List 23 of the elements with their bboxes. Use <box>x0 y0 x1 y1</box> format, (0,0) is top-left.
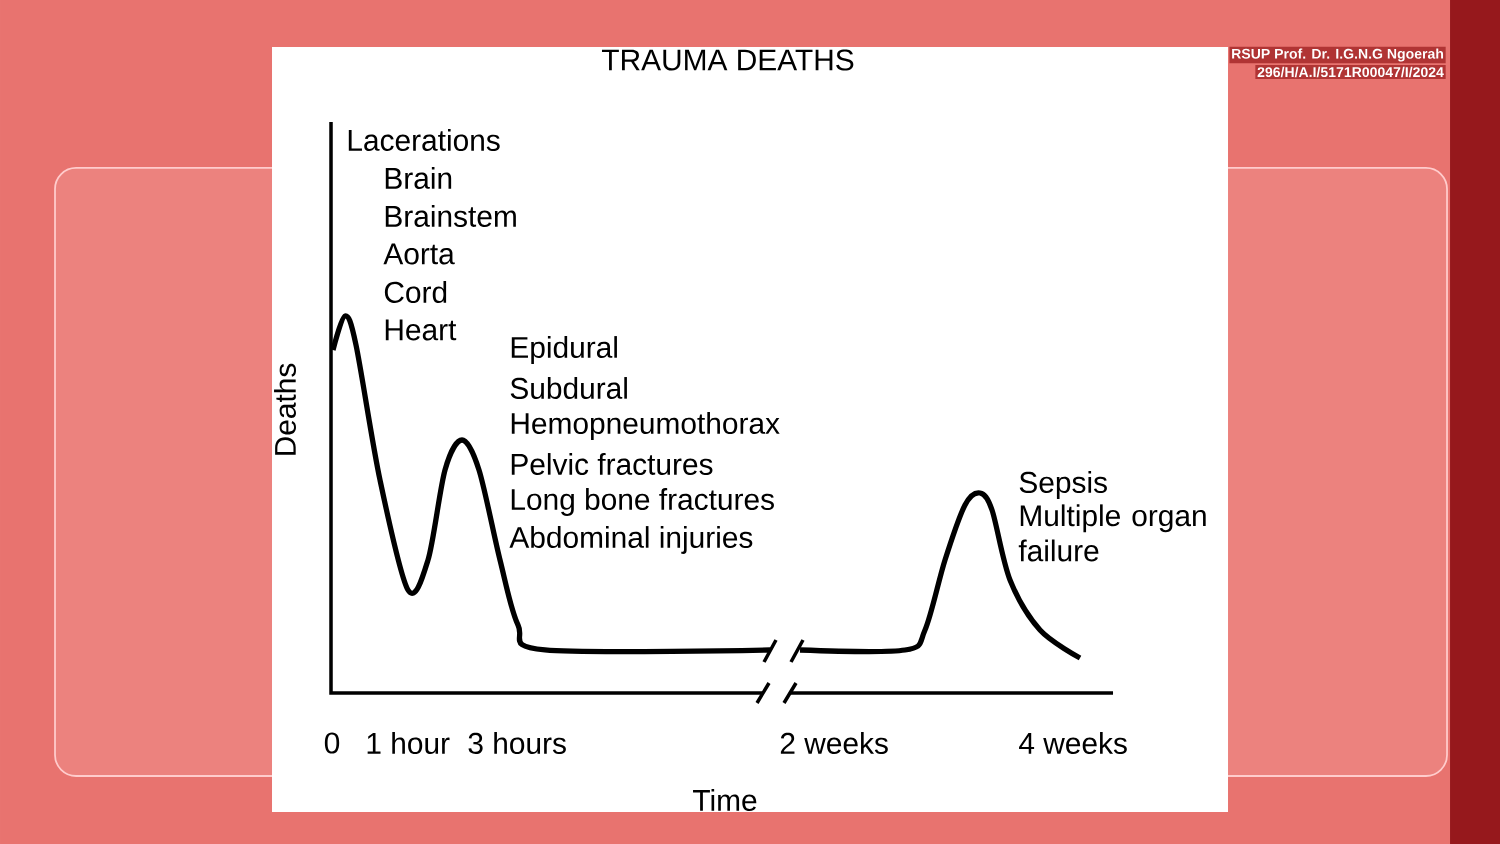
tick-label: 0 <box>324 732 340 754</box>
injury-text: Epidural <box>511 336 617 364</box>
tick-label: 3 hours <box>468 732 566 754</box>
chart-title: TRAUMA DEATHS <box>602 49 854 71</box>
axis-label: Deaths <box>274 363 296 455</box>
injury-text: Brain <box>385 167 452 189</box>
injury-text: Pelvic fractures <box>511 453 713 475</box>
header-text: 296/H/A.I/5171R00047/I/2024 <box>1255 65 1446 79</box>
injury-text: Heart <box>385 319 457 341</box>
injury-text: Cord <box>384 281 447 303</box>
axis-label: Time <box>693 789 757 811</box>
injury-text: Subdural <box>510 377 627 399</box>
injury-text: Aorta <box>383 243 455 265</box>
injury-text: Multiple organ failure <box>1018 504 1206 562</box>
injury-text: Abdominal injuries <box>509 526 753 554</box>
tick-label: 4 weeks <box>1019 732 1127 754</box>
injury-text: Sepsis <box>1019 471 1107 499</box>
injury-text: Long bone fractures <box>511 488 774 516</box>
injury-text: Brainstem <box>385 205 516 227</box>
tick-label: 1 hour <box>367 732 450 754</box>
injury-text: Hemopneumothorax <box>511 412 780 440</box>
tick-label: 2 weeks <box>780 732 888 754</box>
injury-text: Lacerations <box>348 129 500 151</box>
